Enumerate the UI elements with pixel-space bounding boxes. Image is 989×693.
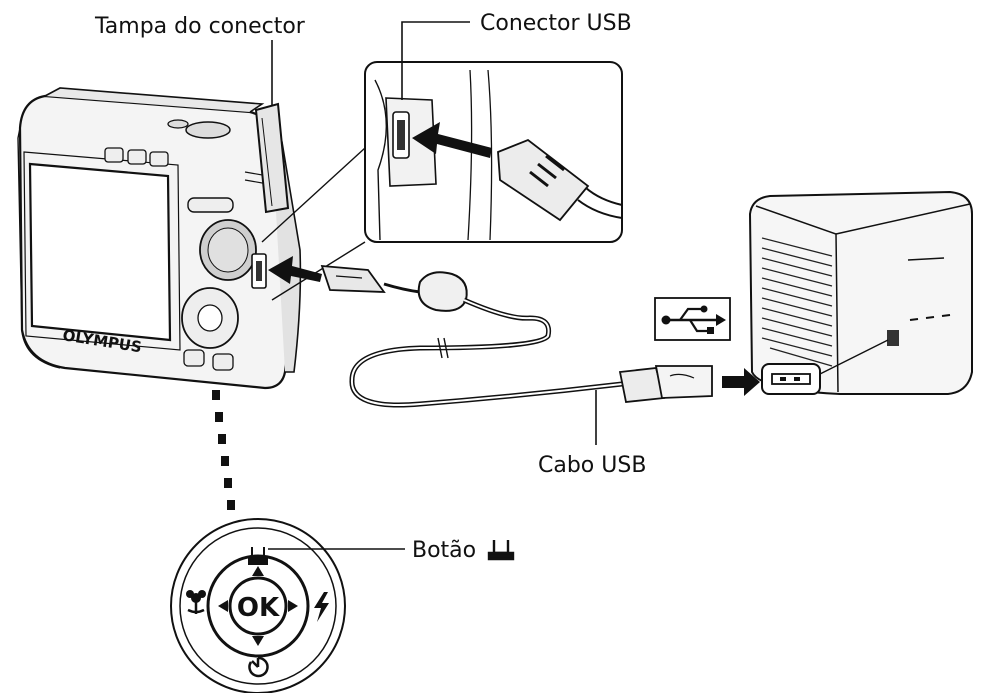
print-icon <box>248 547 268 565</box>
usb-connector-zoom-inset <box>261 61 623 301</box>
label-print-button: Botão <box>412 538 476 563</box>
dotted-pointer <box>212 390 235 510</box>
camera: OLYMPUS <box>17 87 302 390</box>
usb-trident-icon <box>654 297 731 341</box>
usb-cable <box>268 256 760 408</box>
ok-button-label: OK <box>237 593 280 623</box>
computer <box>748 190 973 395</box>
label-usb-cable: Cabo USB <box>538 453 646 478</box>
self-timer-icon <box>248 656 269 678</box>
label-connector-cover: Tampa do conector <box>94 14 306 39</box>
label-usb-connector: Conector USB <box>480 11 632 36</box>
control-pad: OK <box>170 518 346 693</box>
flash-icon <box>314 592 329 622</box>
flower-icon <box>186 590 206 614</box>
usb-connector-leader-line <box>401 21 470 100</box>
print-icon <box>487 540 515 561</box>
connector-cover <box>254 102 290 214</box>
